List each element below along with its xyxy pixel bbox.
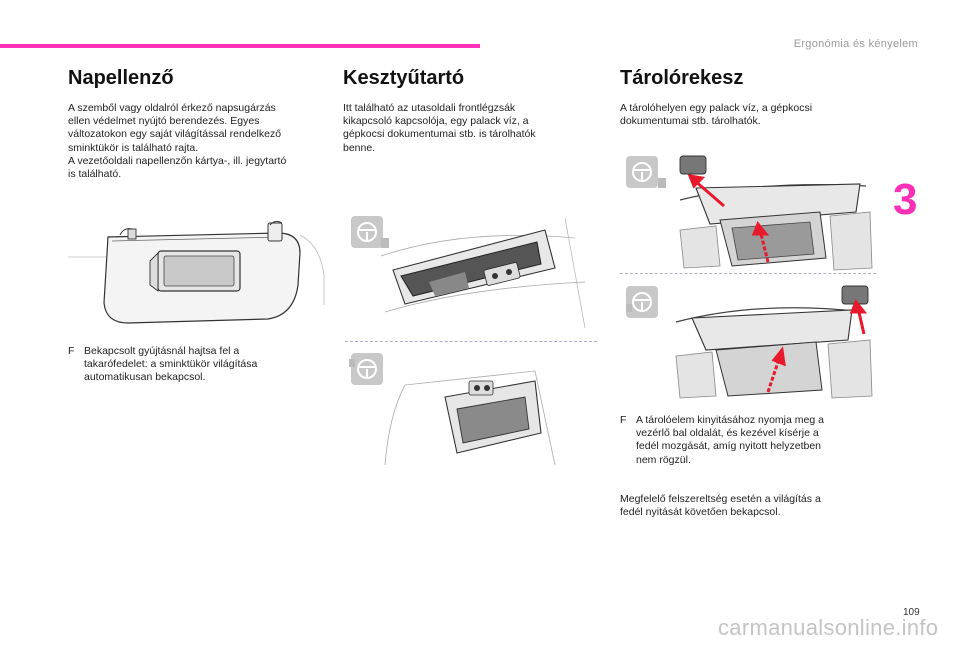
page-number: 109 [903, 607, 920, 618]
bullet-line: vezérlő bal oldalát, és kezével kísérje … [636, 427, 819, 440]
napellenzo-line: is található. [68, 168, 122, 181]
steering-wheel-icon [351, 353, 383, 385]
kesztyutarto-line: Itt található az utasoldali frontlégzsák [343, 102, 516, 114]
bullet-marker: F [620, 414, 627, 426]
bullet-text: A tárolóelem kinyitásához nyomja meg a v… [636, 414, 824, 467]
bullet-line: A tárolóelem kinyitásához nyomja meg a [636, 414, 824, 426]
tarolorekesz-bullet: F A tárolóelem kinyitásához nyomja meg a… [620, 414, 882, 470]
seat-icon [626, 304, 632, 312]
note-line: fedél nyitását követően bekapcsol. [620, 506, 781, 519]
figure-divider [345, 341, 597, 342]
bullet-text: Bekapcsolt gyújtásnál hajtsa fel a takar… [84, 345, 257, 385]
napellenzo-line: változatokon egy saját világítással rend… [68, 128, 282, 141]
kesztyutarto-line: kikapcsoló kapcsolója, egy palack víz, a [343, 115, 529, 128]
section-title-tarolorekesz: Tárolórekesz [620, 67, 744, 89]
storage-closed-illustration [626, 285, 873, 399]
glovebox-open-illustration [351, 216, 586, 329]
napellenzo-line: ellen védelmet nyújtó berendezés. Egyes [68, 115, 260, 128]
kesztyutarto-body: Itt található az utasoldali frontlégzsák… [343, 102, 605, 155]
bullet-line: Bekapcsolt gyújtásnál hajtsa fel a [84, 345, 240, 357]
napellenzo-line: A szemből vagy oldalról érkező napsugárz… [68, 102, 276, 114]
bullet-line: fedél mozgását, amíg nyitott helyzetben [636, 440, 822, 453]
sun-visor-illustration [68, 220, 325, 324]
chapter-number: 3 [893, 175, 918, 224]
arrow-icon [687, 174, 770, 263]
tarolorekesz-body: A tárolóhelyen egy palack víz, a gépkocs… [620, 102, 882, 128]
napellenzo-line: sminktükör is található rajta. [68, 141, 199, 154]
steering-wheel-icon [626, 156, 658, 188]
bullet-marker: F [68, 345, 75, 357]
napellenzo-body: A szemből vagy oldalról érkező napsugárz… [68, 102, 330, 181]
steering-wheel-icon [626, 286, 658, 318]
seat-icon [658, 178, 666, 188]
running-header: Ergonómia és kényelem [793, 38, 918, 50]
storage-open-illustration [626, 155, 873, 271]
bullet-line: nem rögzül. [636, 453, 691, 466]
figure-divider [620, 273, 876, 274]
note-line: Megfelelő felszereltség esetén a világít… [620, 493, 821, 505]
napellenzo-line: A vezetőoldali napellenzőn kártya-, ill.… [68, 154, 287, 167]
napellenzo-bullet: F Bekapcsolt gyújtásnál hajtsa fel a tak… [68, 345, 330, 387]
header-accent-bar [0, 44, 480, 48]
arrow-icon [766, 299, 868, 393]
glovebox-closed-illustration [349, 353, 556, 466]
seat-icon [349, 359, 355, 367]
bullet-line: automatikusan bekapcsol. [84, 371, 206, 384]
kesztyutarto-line: gépkocsi dokumentumai stb. is tárolhatók [343, 128, 536, 141]
bullet-line: takarófedelet: a sminktükör világítása [84, 358, 258, 371]
section-title-kesztyutarto: Kesztyűtartó [343, 67, 465, 89]
tarolorekesz-line: dokumentumai stb. tárolhatók. [620, 115, 761, 128]
watermark: carmanualsonline.info [718, 615, 939, 640]
section-title-napellenzo: Napellenző [68, 67, 174, 89]
seat-icon [381, 238, 389, 248]
steering-wheel-icon [351, 216, 383, 248]
kesztyutarto-line: benne. [343, 141, 376, 154]
tarolorekesz-note: Megfelelő felszereltség esetén a világít… [620, 493, 882, 519]
tarolorekesz-line: A tárolóhelyen egy palack víz, a gépkocs… [620, 102, 813, 114]
